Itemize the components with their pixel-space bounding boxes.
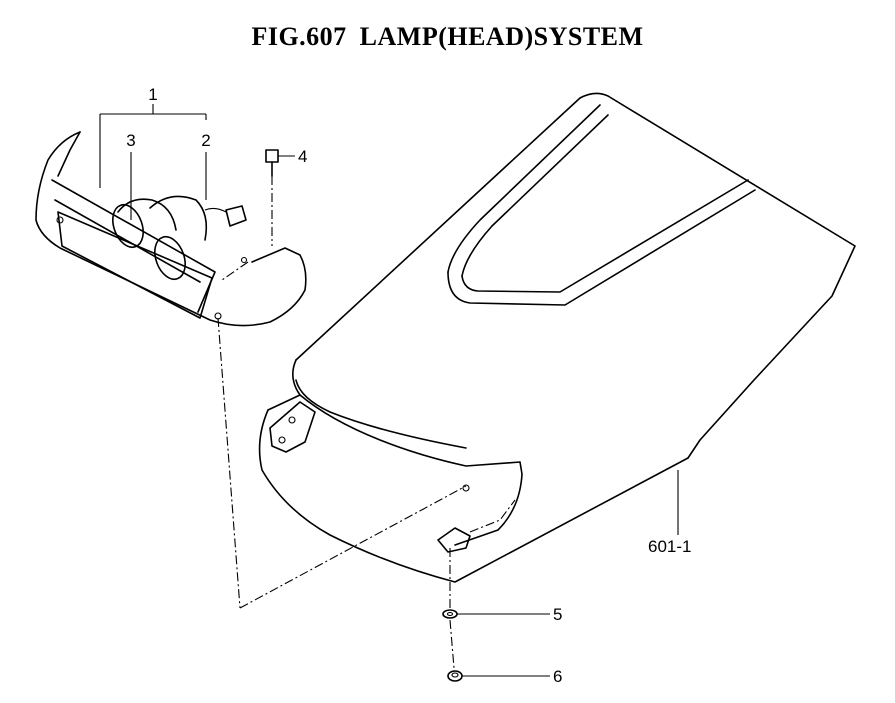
callout-601-1: 601-1 xyxy=(648,537,691,556)
callout-1: 1 xyxy=(148,85,157,104)
nut-part[interactable] xyxy=(447,670,463,682)
bolt-part[interactable] xyxy=(265,149,279,246)
callout-5: 5 xyxy=(553,605,562,624)
callout-6: 6 xyxy=(553,667,562,686)
callout-3: 3 xyxy=(126,131,135,150)
washer-part[interactable] xyxy=(442,609,458,619)
front-cover-part[interactable] xyxy=(258,92,856,583)
figure-title: FIG.607 LAMP(HEAD)SYSTEM xyxy=(251,22,644,51)
headlamp-housing-part[interactable] xyxy=(35,131,307,327)
assembly-lines xyxy=(217,261,467,669)
callout-4: 4 xyxy=(298,147,307,166)
bulb-socket-part[interactable] xyxy=(107,195,247,283)
leader-lines xyxy=(99,104,679,677)
callout-2: 2 xyxy=(201,131,210,150)
